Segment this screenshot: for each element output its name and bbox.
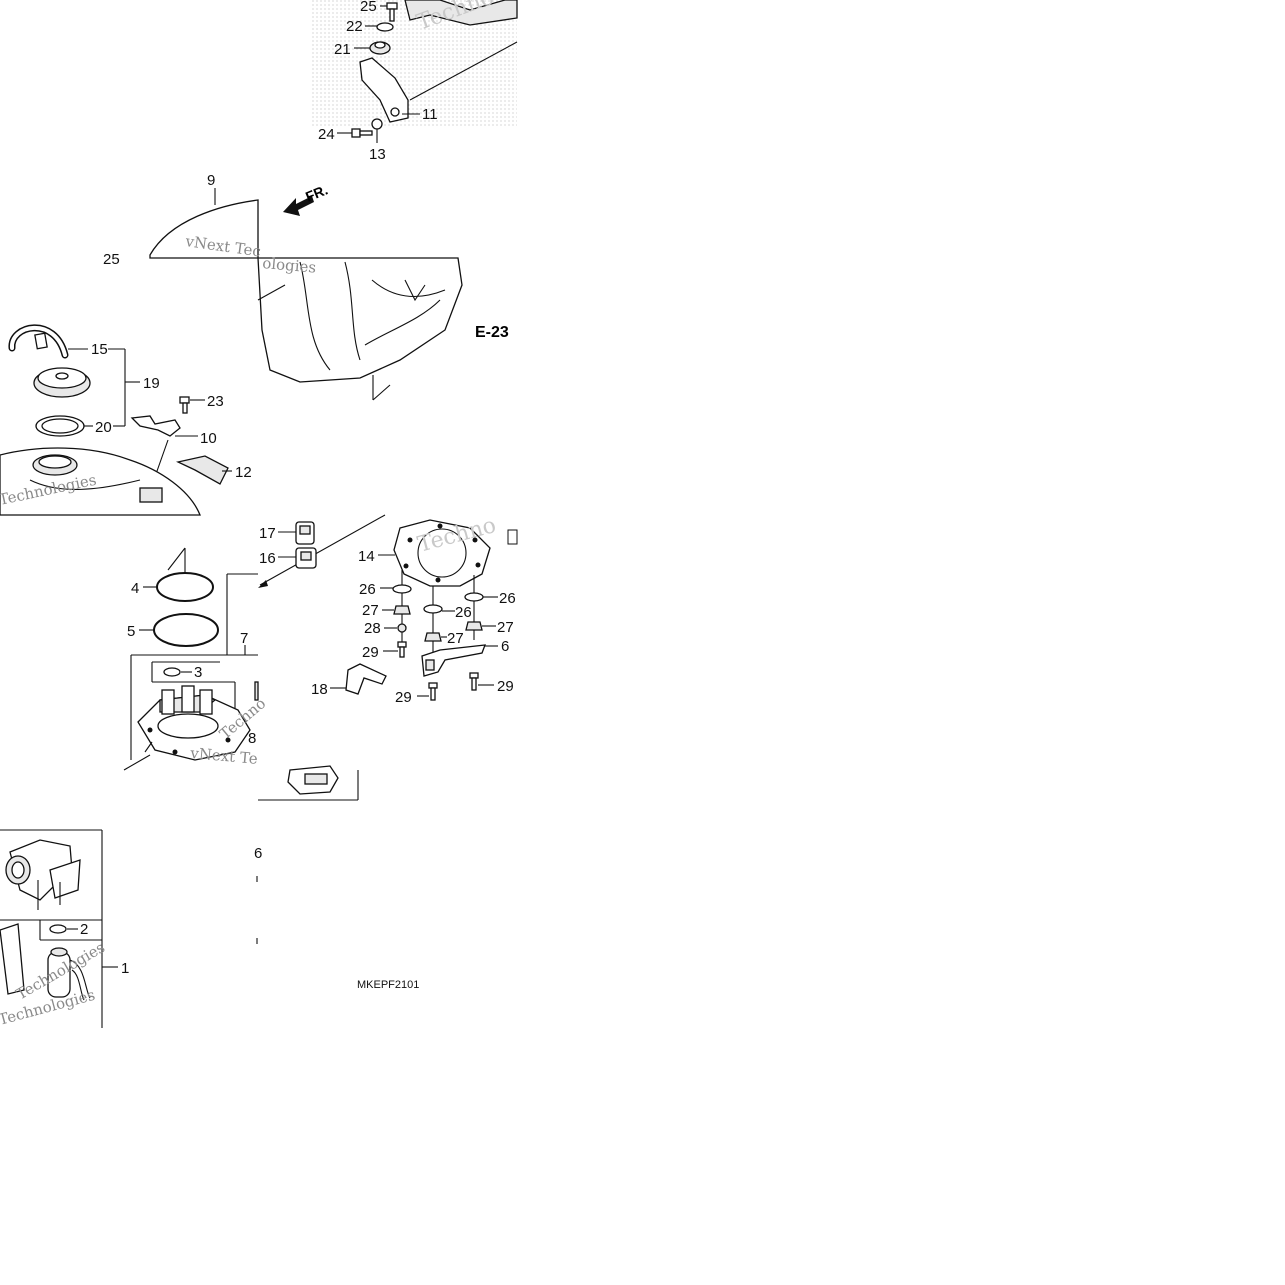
callout-16: 16 [259,550,276,567]
bolt-part [469,672,479,691]
clamp-part [345,663,387,695]
callout-26b: 26 [455,604,472,621]
lock-washer-part [397,623,407,633]
callout-25b: 25 [103,251,120,268]
callout-6b: 6 [254,845,262,862]
washer-part [392,584,412,594]
clip-part [295,547,317,569]
callout-25: 25 [360,0,377,15]
nut-part [465,621,483,631]
leader-line [409,41,518,101]
panel-tank-cover: 9 25 vNext Tec FR. ologies E-23 [103,172,509,401]
seal-ring-part [153,613,219,647]
fuel-pump-module-part [137,685,251,761]
callout-15: 15 [91,341,108,358]
fuel-tank-part [257,257,463,383]
callout-6: 6 [501,638,509,655]
tank-edge [404,0,518,26]
cover-part [149,199,259,259]
washer-part [376,22,394,32]
panel-filler-cap: Technologies 15 19 23 20 10 12 [0,324,252,516]
washer-part [163,667,181,677]
callout-27b: 27 [447,630,464,647]
diagram-code: MKEPF2101 [357,979,419,991]
filter-part [0,923,25,995]
callout-17: 17 [259,525,276,542]
bolt-part [179,396,190,414]
callout-14: 14 [358,548,375,565]
callout-26: 26 [359,581,376,598]
nut-part [424,632,442,642]
bracket-part [421,644,486,677]
bracket-part [130,415,181,437]
panel-pump-module: 4 5 7 3 [123,547,359,801]
callout-29: 29 [362,644,379,661]
callout-12: 12 [235,464,252,481]
callout-22: 22 [346,18,363,35]
section-reference: E-23 [475,324,509,341]
fuel-pump-motor-part [47,947,91,1001]
callout-9: 9 [207,172,215,189]
callout-4: 4 [131,580,139,597]
washer-part [464,592,484,602]
filler-cap-part [33,367,91,398]
panel-top-bracket: 25 22 21 11 24 13 Techno [312,0,518,163]
o-ring-part [156,572,214,602]
callout-24: 24 [318,126,335,143]
grommet-part [369,41,391,55]
callout-18: 18 [311,681,328,698]
washer-part [49,924,67,934]
panel-fuel-pump: 2 1 Technologies Technologies 6 [0,829,262,1029]
watermark: ologies [262,254,317,277]
callout-7: 7 [240,630,248,647]
callout-2: 2 [80,921,88,938]
callout-13: 13 [369,146,386,163]
nut-part [393,605,411,615]
callout-11: 11 [422,106,438,123]
tank-top-part [0,447,201,516]
callout-3: 3 [194,664,202,681]
callout-10: 10 [200,430,217,447]
washer-part [423,604,443,614]
callout-19: 19 [143,375,160,392]
front-arrow-label: FR. [303,181,330,204]
bolt-nut-part [351,118,383,138]
panel-pump-flange: 17 16 14 Techno 26 26 26 [258,513,518,706]
callout-29b: 29 [395,689,412,706]
callout-29c: 29 [497,678,514,695]
callout-21: 21 [334,41,351,58]
callout-27c: 27 [497,619,514,636]
cover-part [176,455,229,485]
callout-23: 23 [207,393,224,410]
callout-5: 5 [127,623,135,640]
callout-27: 27 [362,602,379,619]
clip-part [295,521,315,545]
callout-28: 28 [364,620,381,637]
callout-8: 8 [248,730,256,747]
watermark: vNext Te [189,744,259,768]
pump-upper-part [5,839,81,910]
callout-1: 1 [121,960,129,977]
bolt-part [397,641,407,658]
callout-20: 20 [95,419,112,436]
front-arrow: FR. [283,181,330,216]
bracket-part [359,57,409,123]
bolt-part [428,682,438,701]
callout-26c: 26 [499,590,516,607]
